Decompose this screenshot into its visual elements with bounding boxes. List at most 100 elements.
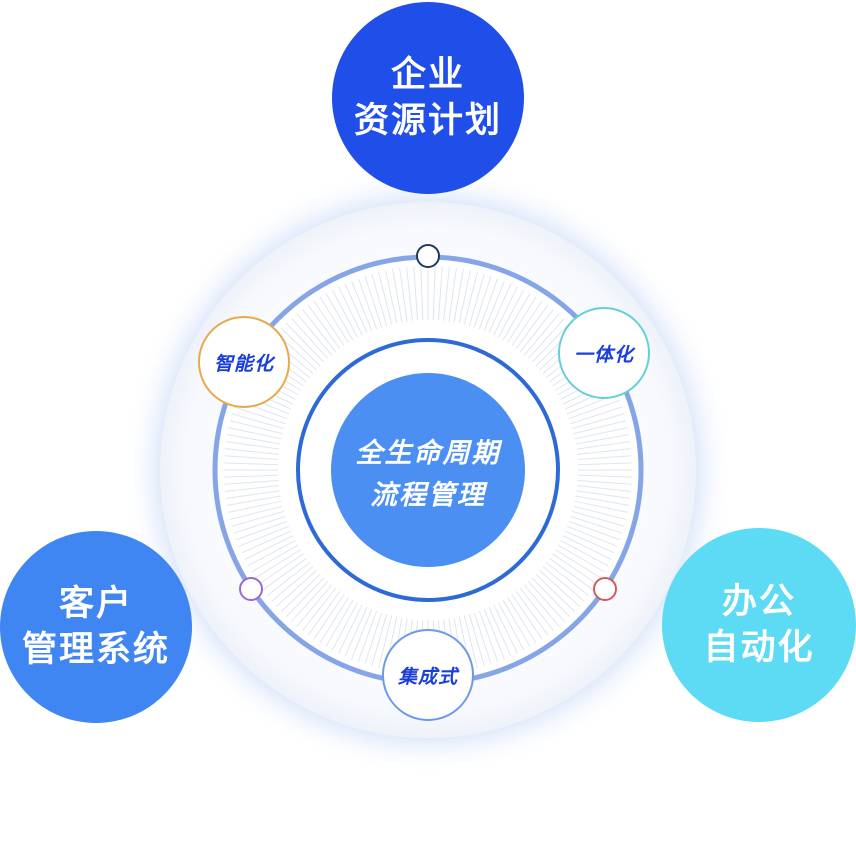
ring-marker-icon [416,244,440,268]
module-erp-line-2: 资源计划 [353,101,502,141]
center-disc [331,373,525,567]
tick-mark [539,569,580,607]
tick-mark [573,420,627,435]
trait-assembled-label: 集成式 [397,665,458,688]
tick-mark [502,599,531,647]
tick-mark [420,266,424,321]
trait-integrated-label: 一体化 [573,343,634,366]
tick-mark [302,587,337,632]
ring-marker-icon [239,577,263,601]
tick-mark [577,462,632,466]
tick-mark [319,296,349,344]
tick-marks [224,266,632,674]
tick-mark [554,549,602,579]
tick-mark [258,553,304,585]
tick-mark [564,530,615,554]
tick-mark [357,610,378,662]
tick-mark [573,505,627,520]
tick-mark [331,289,359,338]
tick-mark [307,591,341,636]
module-crm-line-1: 客户 [58,584,133,624]
tick-mark [473,612,492,665]
tick-mark [224,455,279,461]
tick-mark [478,610,499,662]
tick-mark [254,549,302,579]
module-erp: 企业 资源计划 [332,2,524,194]
tick-mark [280,327,321,367]
tick-mark [351,608,373,660]
tick-mark [331,602,359,651]
tick-mark [453,269,464,323]
tick-mark [225,448,279,455]
tick-mark [549,557,594,591]
tick-mark [493,286,518,336]
tick-mark [511,594,543,640]
tick-mark [276,569,317,607]
tick-mark [572,510,625,527]
tick-mark [271,566,314,602]
tick-mark [524,584,560,627]
tick-mark [262,557,307,591]
tick-mark [443,267,450,321]
tick-mark [325,293,354,341]
tick-mark [568,399,620,420]
tick-mark [577,485,631,492]
tick-mark [535,573,576,613]
tick-mark [493,604,518,654]
tick-mark [344,606,368,657]
tick-mark [566,525,618,547]
tick-mark [231,510,284,527]
tick-mark [560,539,609,567]
tick-mark [225,490,280,499]
tick-mark [251,544,299,573]
tick-mark [229,420,283,435]
module-oa-line-1: 办公 [721,582,796,622]
ring-marker-icon [593,577,617,601]
tick-mark [468,614,485,667]
tick-mark [338,604,363,654]
tick-mark [527,318,565,359]
tick-mark [291,581,329,622]
tick-mark [225,441,280,450]
tick-mark [576,490,631,499]
tick-mark [228,500,282,513]
tick-mark [531,577,571,618]
tick-mark [371,614,388,667]
tick-mark [225,485,279,492]
tick-mark [507,296,537,344]
tick-mark [502,293,531,341]
tick-mark [364,275,383,328]
tick-mark [572,413,625,430]
tick-mark [227,495,281,506]
tick-mark [577,479,632,485]
tick-mark [507,596,537,644]
tick-mark [488,606,512,657]
tick-mark [233,515,286,534]
tick-mark [233,406,286,425]
tick-mark [545,561,590,596]
tick-mark [468,273,485,326]
tick-mark [515,591,549,636]
tick-mark [357,278,378,330]
tick-mark [351,280,373,332]
module-erp-line-1: 企业 [390,55,465,95]
tick-mark [552,553,598,585]
tick-mark [483,608,505,660]
tick-mark [399,267,408,322]
module-oa: 办公 自动化 [662,528,856,722]
tick-mark [483,280,505,332]
tick-mark [570,515,623,534]
tick-mark [497,602,525,651]
tick-mark [296,313,332,356]
tick-mark [463,615,478,669]
tick-mark [224,474,279,478]
center-label: 全生命周期 流程管理 [356,433,501,517]
tick-mark [577,474,632,478]
tick-mark [319,596,349,644]
tick-mark [515,304,549,349]
tick-mark [392,269,403,323]
tick-mark [371,273,388,326]
tick-mark [227,434,281,445]
tick-mark [296,584,332,627]
